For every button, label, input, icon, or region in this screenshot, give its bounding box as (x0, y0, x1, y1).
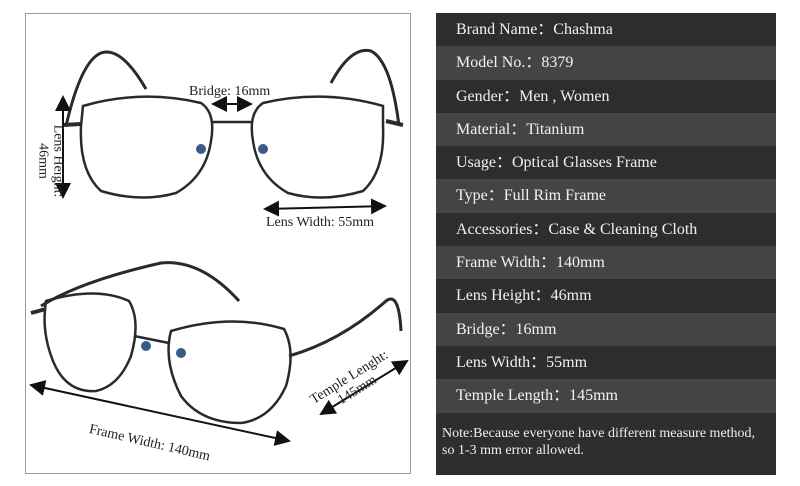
frame-width-arrow (29, 380, 291, 446)
glasses-illustration (29, 48, 409, 446)
temple-length-arrow (319, 359, 409, 416)
front-view-glasses (62, 48, 404, 199)
lens-height-label-line2: 46mm (35, 143, 51, 179)
note-line2: so 1-3 mm error allowed. (442, 442, 584, 458)
spec-row-type: Type：Full Rim Frame (436, 179, 776, 213)
note-line1: Note:Because everyone have different mea… (442, 425, 756, 441)
spec-row-model: Model No.：8379 (436, 46, 776, 80)
lens-height-label-line1: Lens Height: (50, 124, 66, 198)
lens-height-label: Lens Height: 46mm (35, 125, 65, 198)
spec-row-temple-length: Temple Length：145mm (436, 379, 776, 413)
product-image-panel: Bridge: 16mm Lens Width: 55mm Lens Heigh… (25, 13, 411, 474)
spec-row-lens-height: Lens Height：46mm (436, 279, 776, 313)
spec-row-frame-width: Frame Width：140mm (436, 246, 776, 280)
spec-row-lens-width: Lens Width：55mm (436, 345, 776, 380)
dimension-arrows (29, 95, 409, 446)
lens-width-arrow (263, 198, 387, 217)
spec-row-gender: Gender：Men , Women (436, 79, 776, 113)
spec-row-material: Material：Titanium (436, 112, 776, 147)
spec-row-brand: Brand Name：Chashma (436, 13, 776, 47)
measurement-note: Note:Because everyone have different mea… (436, 413, 776, 459)
bridge-label: Bridge: 16mm (189, 84, 271, 99)
lens-width-label: Lens Width: 55mm (266, 215, 375, 230)
specs-panel: Brand Name：Chashma Model No.：8379 Gender… (436, 13, 776, 475)
spec-row-bridge: Bridge：16mm (436, 312, 776, 346)
spec-row-accessories: Accessories：Case & Cleaning Cloth (436, 212, 776, 247)
spec-row-usage: Usage：Optical Glasses Frame (436, 146, 776, 180)
